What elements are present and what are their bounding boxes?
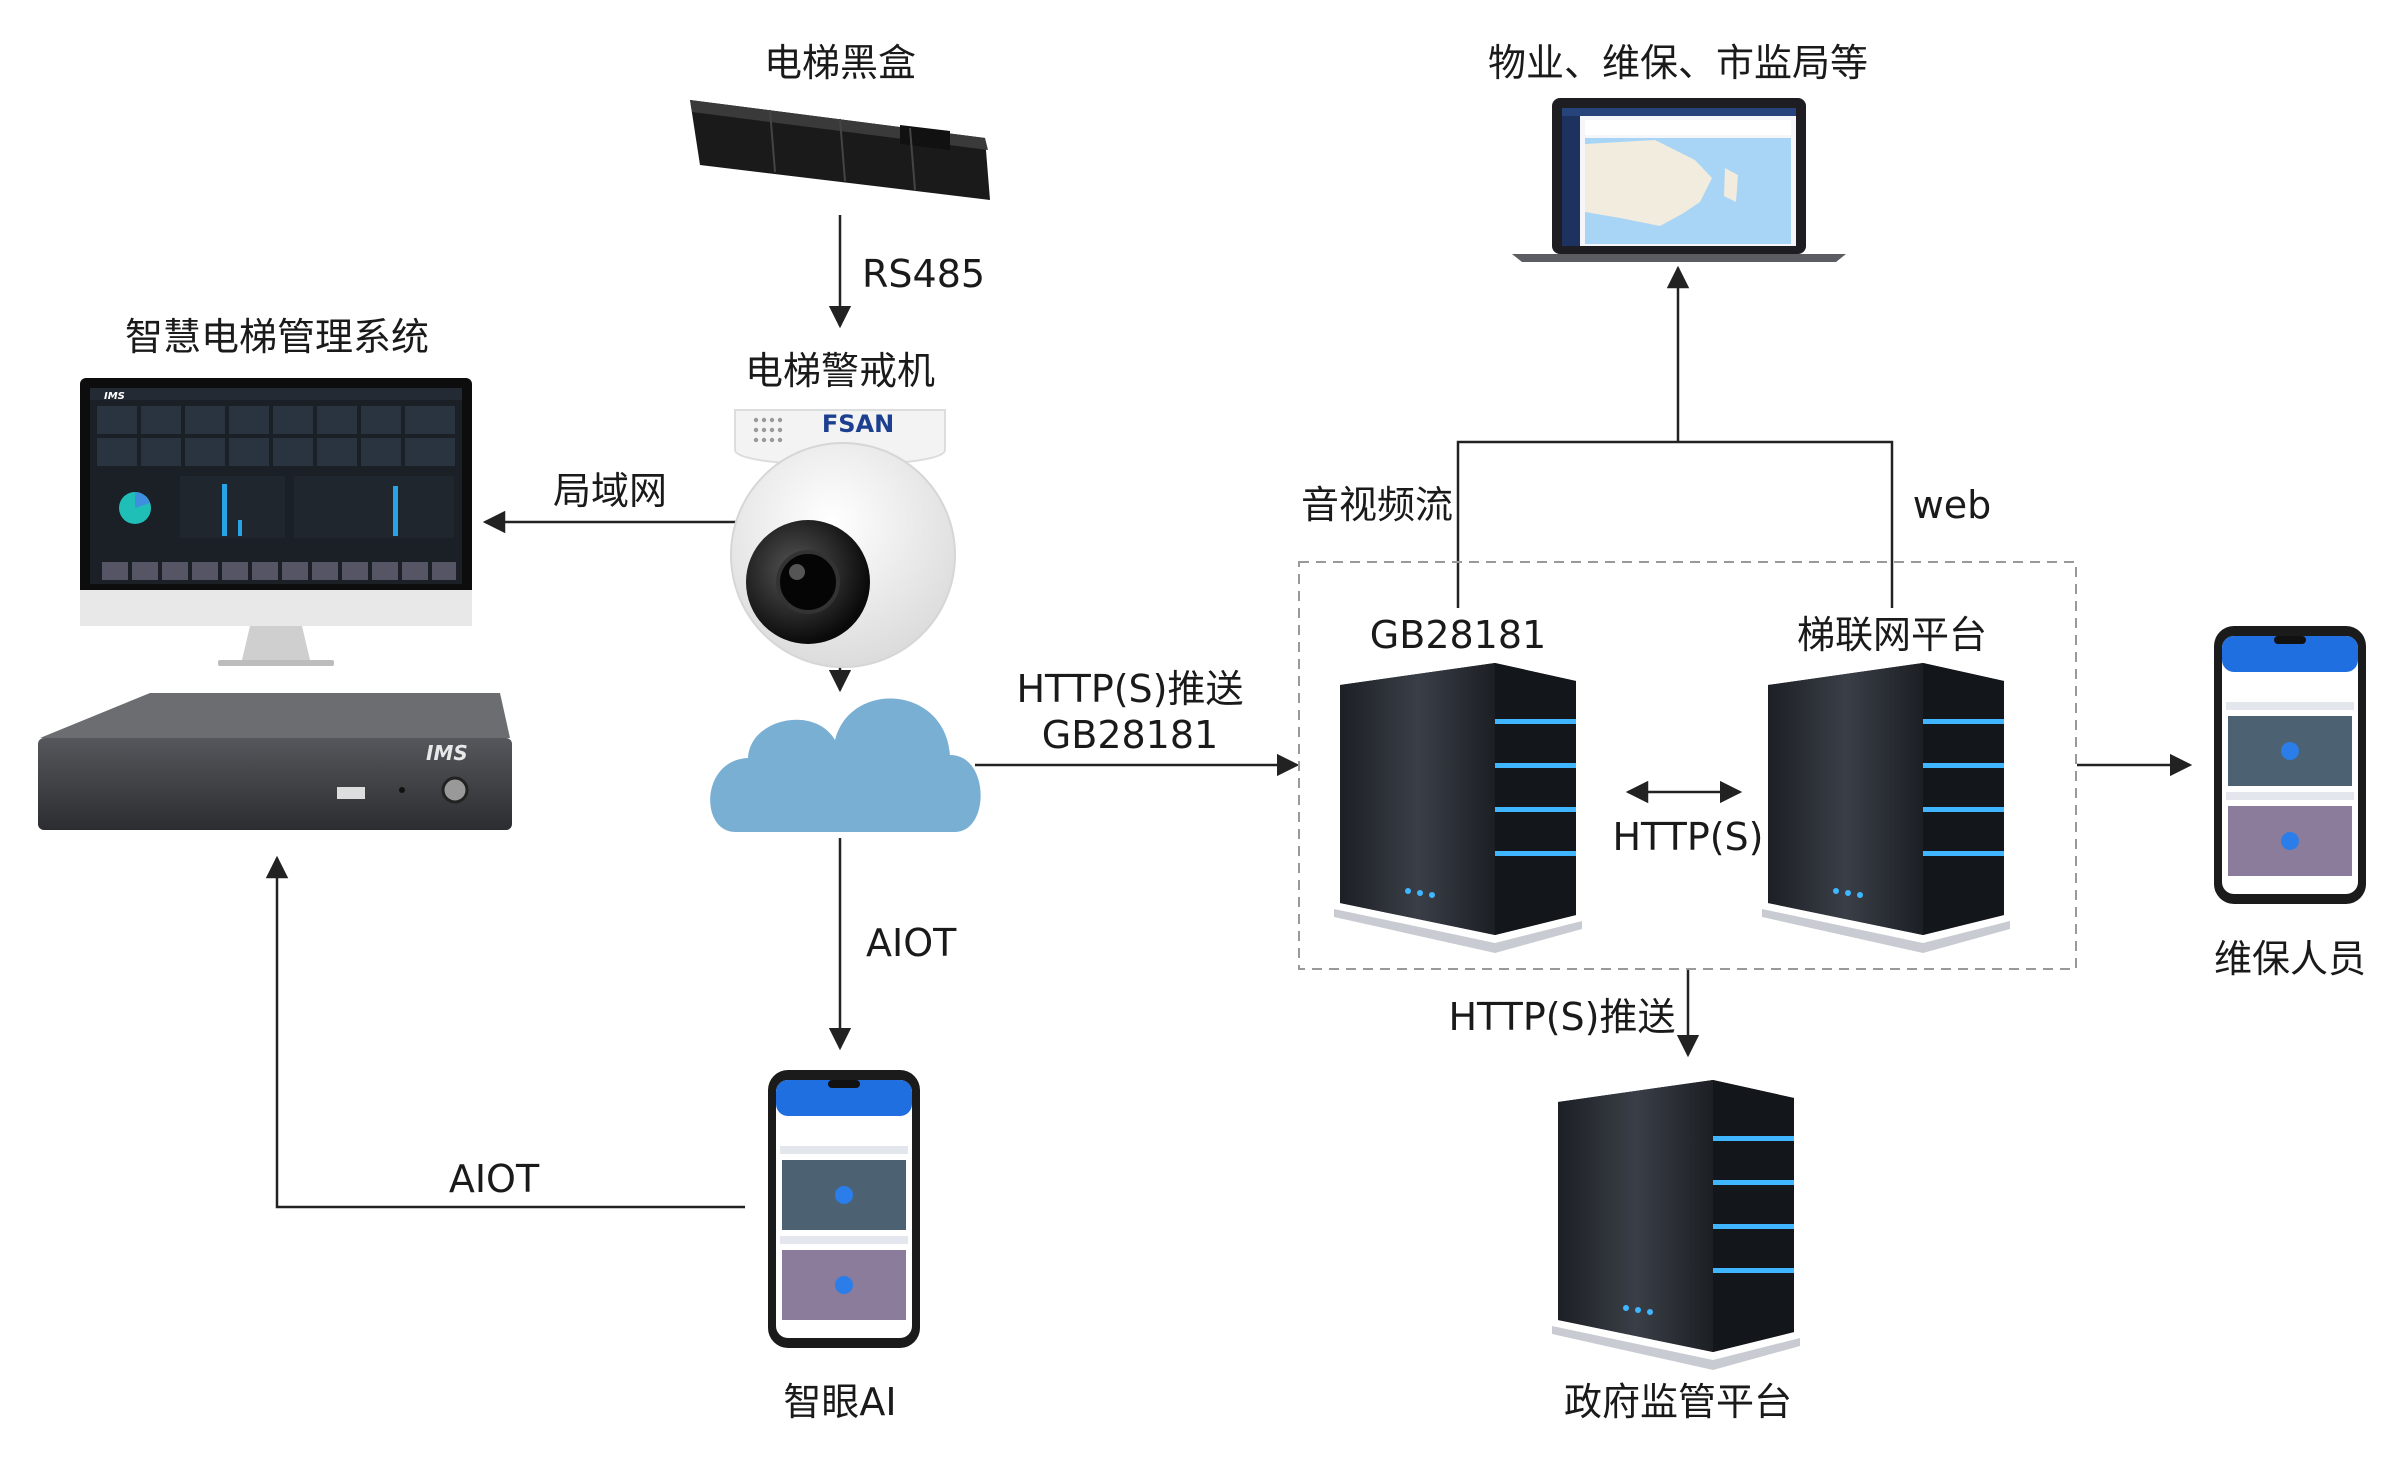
ims-host-box-device: [38, 693, 512, 830]
platform-server-label: 梯联网平台: [1796, 613, 1988, 657]
ims-monitor-device: [80, 378, 472, 666]
dome-camera-device: [730, 409, 956, 668]
https-edge-label: HTTP(S): [1612, 815, 1764, 859]
lan-edge-label: 局域网: [552, 469, 668, 513]
property-label: 物业、维保、市监局等: [1487, 41, 1869, 85]
phone-zhiyan: [768, 1070, 920, 1348]
cloud-icon: [710, 698, 981, 832]
phone-maintainer: [2214, 626, 2366, 904]
gov-platform-label: 政府监管平台: [1563, 1380, 1793, 1424]
alarm-device-label: 电梯警戒机: [744, 349, 936, 393]
camera-brand-logo: FSAN: [822, 410, 894, 438]
web-edge-label: web: [1912, 483, 1992, 527]
laptop-device: [1512, 98, 1846, 262]
maintainer-label: 维保人员: [2213, 937, 2367, 981]
elevator-blackbox-device: [690, 100, 990, 200]
aiot-left-edge-label: AIOT: [448, 1157, 540, 1201]
aiot-down-edge-label: AIOT: [866, 921, 957, 965]
edge-av-stream: [1456, 440, 1894, 608]
zhiyan-label: 智眼AI: [783, 1380, 897, 1424]
push-edge-label: HTTP(S)推送 GB28181: [1016, 666, 1243, 758]
edge-aiot-left: [265, 855, 745, 1209]
push-edge-label-line2: GB28181: [1041, 713, 1219, 757]
connectors: [265, 215, 2193, 1209]
av-stream-edge-label: 音视频流: [1300, 483, 1454, 527]
server-platform: [1762, 663, 2010, 953]
ims-label: 智慧电梯管理系统: [124, 315, 430, 359]
gb28181-server-label: GB28181: [1369, 613, 1547, 657]
platform-group-box: [1298, 561, 2077, 970]
server-government: [1552, 1080, 1800, 1370]
gov-push-edge-label: HTTP(S)推送: [1448, 995, 1676, 1039]
push-edge-label-line1: HTTP(S)推送: [1016, 667, 1244, 711]
blackbox-label: 电梯黑盒: [763, 41, 917, 85]
rs485-edge-label: RS485: [862, 252, 986, 296]
server-gb28181: [1334, 663, 1582, 953]
ims-screen-logo: IMS: [104, 391, 125, 402]
ims-host-logo: IMS: [426, 741, 468, 765]
